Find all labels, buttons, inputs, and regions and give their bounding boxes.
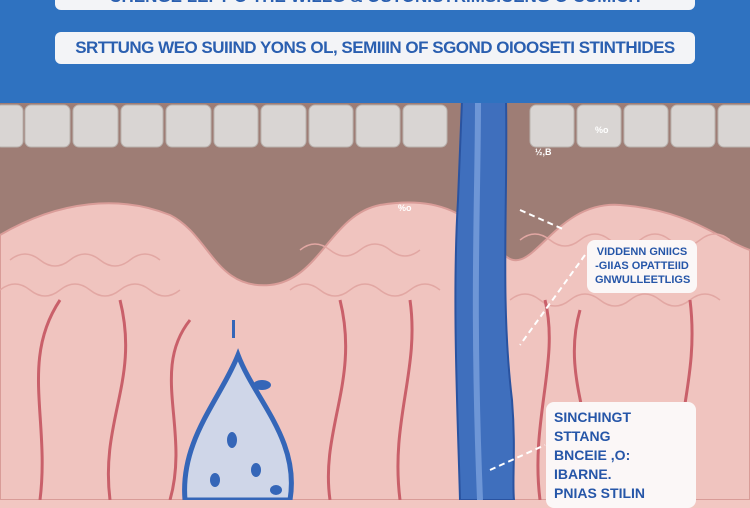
- teeth-row: [0, 104, 750, 148]
- particles: [210, 320, 282, 495]
- blue-tube: [454, 99, 516, 500]
- header-title-line1: CHENGE LEFT O THE WILLG & OSTONISTRIMSIC…: [55, 0, 695, 10]
- mark-3: %o: [398, 203, 412, 213]
- mark-2: ½,B: [535, 147, 552, 157]
- upper-label-line: -GIIAS OPATTEIID: [595, 259, 689, 272]
- upper-label-line: VIDDENN GNIICS: [596, 246, 688, 258]
- lower-label-line: BNCEIE ,O: IBARNE.: [554, 446, 631, 482]
- lower-label-line: PNIAS STILIN: [554, 484, 646, 501]
- upper-label-line: GNWULLEETLIGS: [595, 273, 691, 286]
- header-title-line2: SRTTUNG WEO SUIIND YONS OL, SEMIIIN OF S…: [55, 32, 695, 64]
- blue-teardrop-structure: [182, 348, 294, 500]
- lower-label-line: SINCHINGT STTANG: [554, 409, 631, 444]
- lower-callout-label: SINCHINGT STTANG BNCEIE ,O: IBARNE. PNIA…: [546, 402, 696, 508]
- mark-1: %o: [595, 125, 609, 135]
- upper-callout-label: VIDDENN GNIICS -GIIAS OPATTEIID GNWULLEE…: [587, 240, 697, 294]
